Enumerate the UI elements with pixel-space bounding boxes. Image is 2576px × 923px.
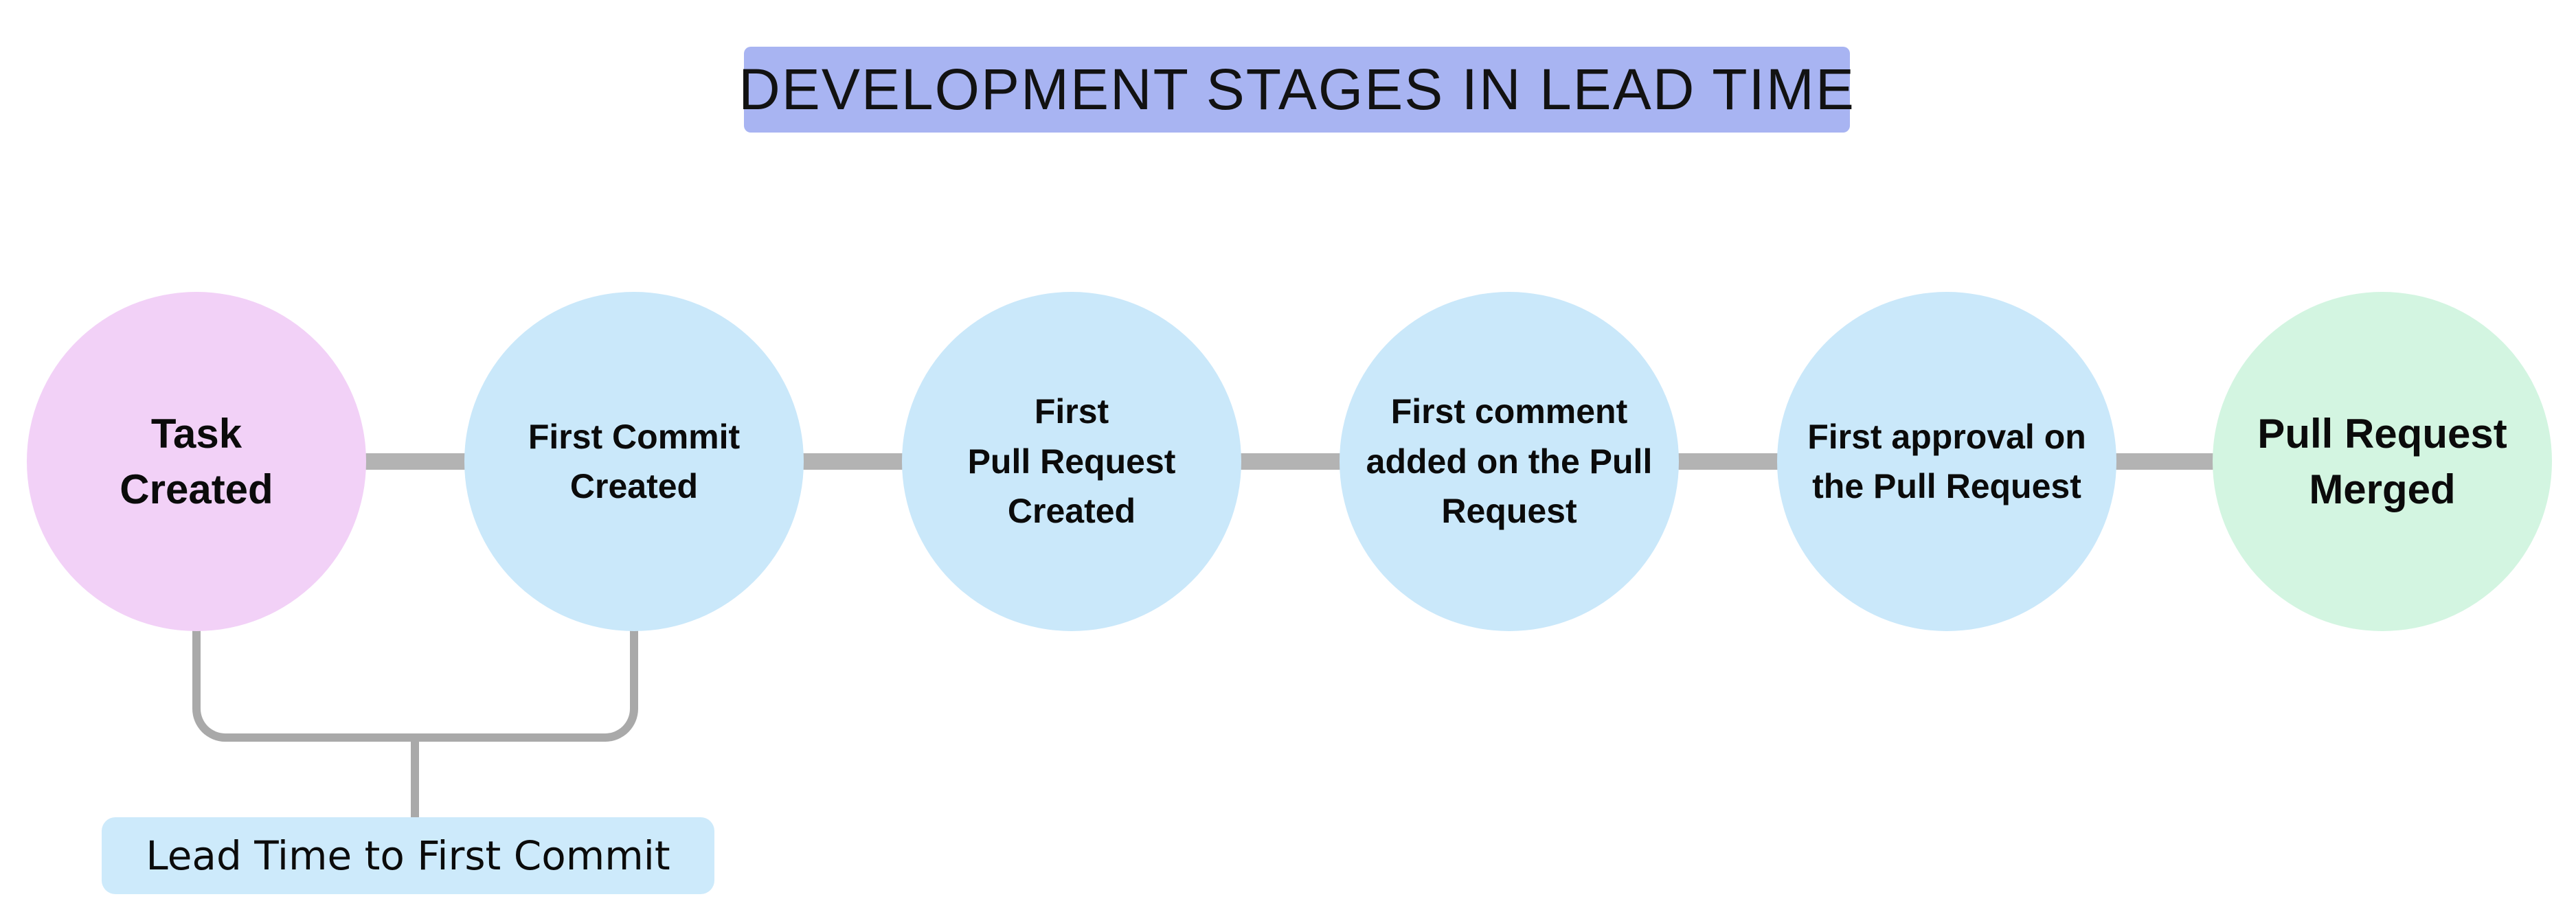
connector-approval-to-merge [2110,453,2219,470]
stage-pull-request-merged: Pull Request Merged [2213,292,2552,631]
connector-pr-to-comment [1234,453,1346,470]
stage-task-created: Task Created [27,292,366,631]
stage-first-comment-added: First comment added on the Pull Request [1340,292,1679,631]
lead-time-label: Lead Time to First Commit [102,817,714,894]
stage-first-commit-created-label: First Commit Created [528,417,741,506]
stage-first-commit-created: First Commit Created [464,292,804,631]
stage-task-created-label: Task Created [120,411,273,512]
title-banner: DEVELOPMENT STAGES IN LEAD TIME [738,47,1854,133]
stage-first-approval: First approval on the Pull Request [1777,292,2116,631]
stage-first-comment-added-label: First comment added on the Pull Request [1366,392,1653,531]
connector-commit-to-pr [797,453,909,470]
stage-first-approval-label: First approval on the Pull Request [1807,417,2086,506]
lead-time-bracket-stem [411,735,419,819]
stage-first-pull-request-created: First Pull Request Created [902,292,1241,631]
connector-comment-to-approval [1672,453,1784,470]
stage-first-pull-request-created-label: First Pull Request Created [967,392,1176,531]
lead-time-bracket [192,628,638,742]
connector-task-to-commit [359,453,471,470]
lead-time-label-text: Lead Time to First Commit [146,832,670,879]
stage-pull-request-merged-label: Pull Request Merged [2257,411,2507,512]
